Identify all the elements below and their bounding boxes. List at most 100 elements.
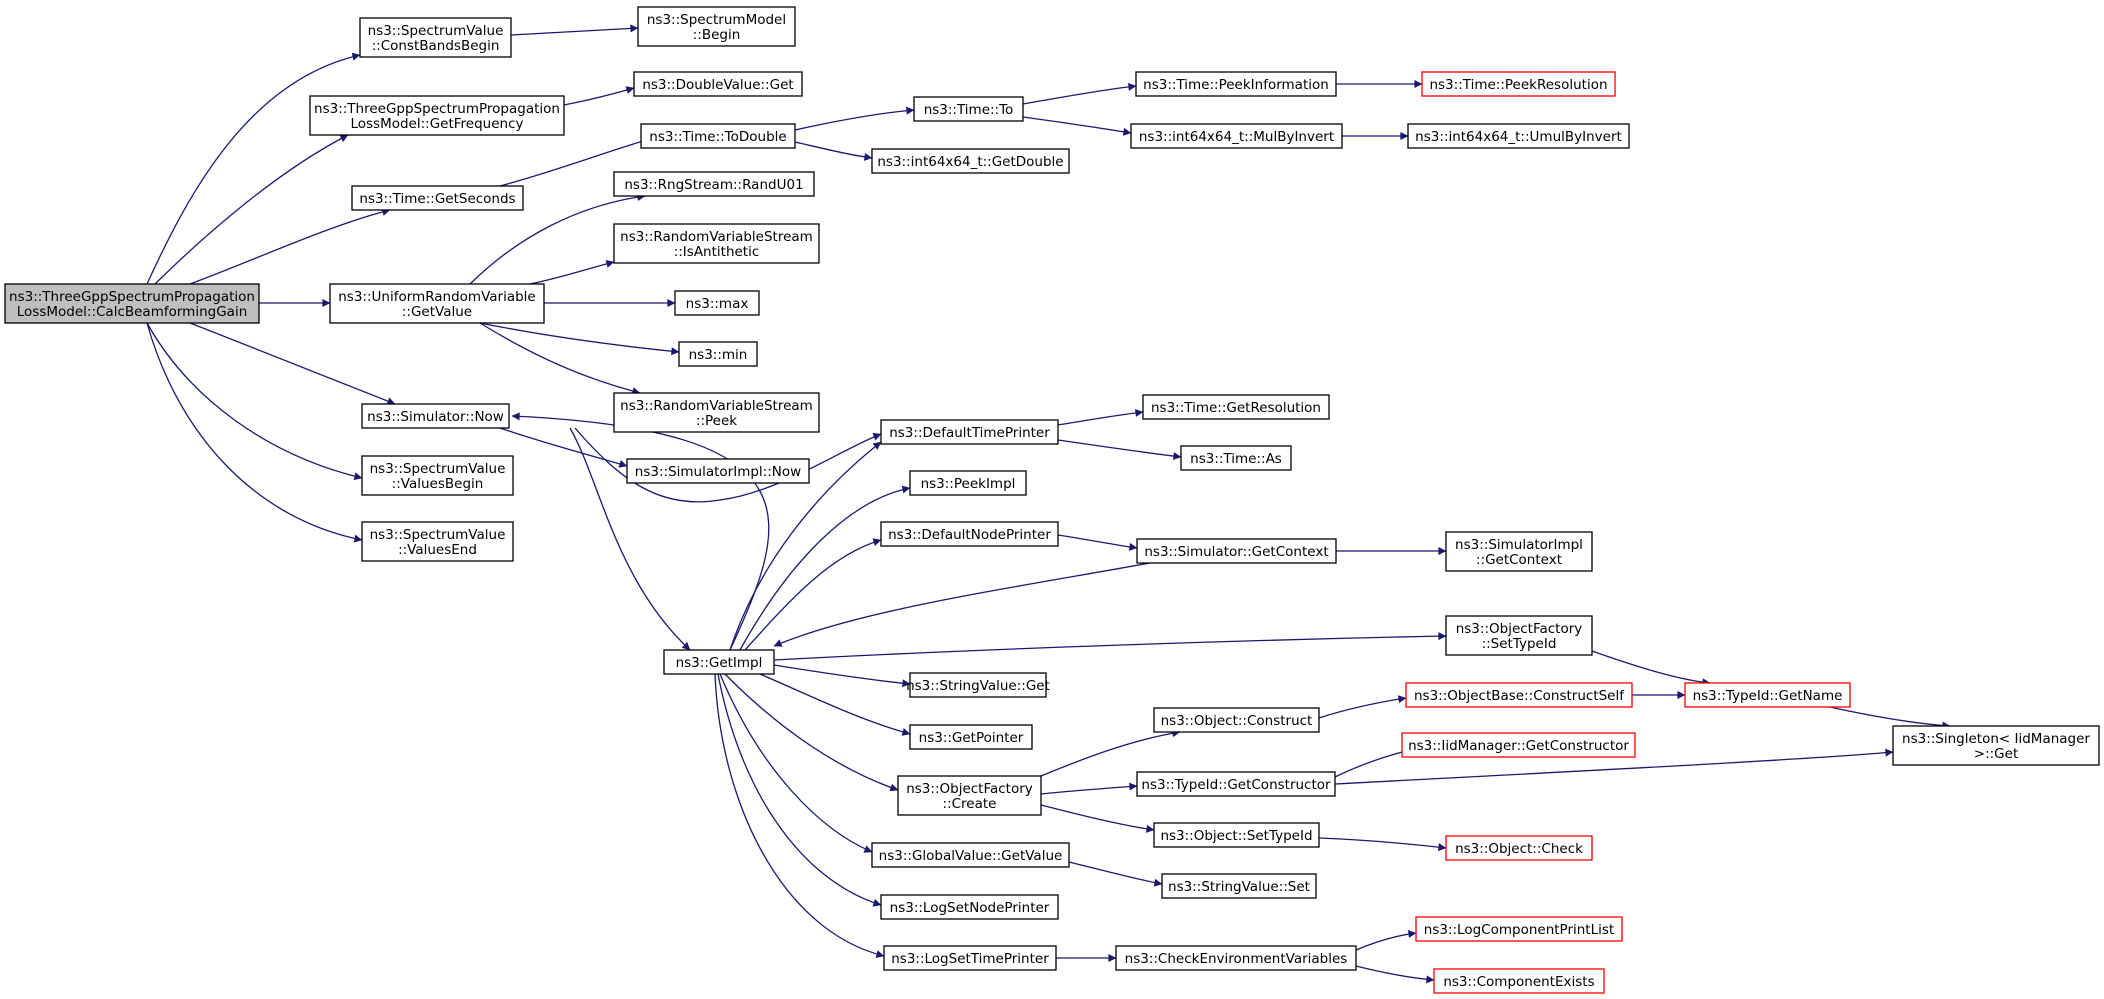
node-dnp[interactable]: ns3::DefaultNodePrinter bbox=[880, 521, 1059, 547]
node-root[interactable]: ns3::ThreeGppSpectrumPropagationLossMode… bbox=[4, 283, 260, 324]
node-strset[interactable]: ns3::StringValue::Set bbox=[1161, 873, 1317, 899]
node-peekinfo[interactable]: ns3::Time::PeekInformation bbox=[1135, 71, 1337, 97]
node-box bbox=[913, 96, 1024, 122]
node-iidctor[interactable]: ns3::IidManager::GetConstructor bbox=[1401, 732, 1636, 758]
node-label: ns3::SpectrumValue bbox=[368, 23, 504, 39]
node-box bbox=[1130, 123, 1343, 149]
edge-todouble-to-getdouble bbox=[794, 141, 873, 161]
node-label: >::Get bbox=[1974, 746, 2018, 762]
node-dtp[interactable]: ns3::DefaultTimePrinter bbox=[880, 419, 1059, 445]
node-max[interactable]: ns3::max bbox=[674, 290, 760, 316]
node-min[interactable]: ns3::min bbox=[678, 341, 758, 367]
node-mulby[interactable]: ns3::int64x64_t::MulByInvert bbox=[1130, 123, 1343, 149]
node-box bbox=[361, 455, 514, 496]
node-implctx[interactable]: ns3::SimulatorImpl::GetContext bbox=[1445, 531, 1593, 572]
node-getptr[interactable]: ns3::GetPointer bbox=[909, 724, 1033, 750]
node-lstp[interactable]: ns3::LogSetTimePrinter bbox=[883, 945, 1057, 971]
node-objset[interactable]: ns3::Object::SetTypeId bbox=[1153, 822, 1320, 848]
node-box bbox=[1180, 445, 1292, 471]
node-label: ns3::ObjectFactory bbox=[906, 781, 1033, 797]
node-label: ns3::Simulator::Now bbox=[367, 409, 504, 425]
node-simnow[interactable]: ns3::SimulatorImpl::Now bbox=[626, 458, 810, 484]
edge-ofcreate-to-construct bbox=[1040, 729, 1181, 777]
node-todouble[interactable]: ns3::Time::ToDouble bbox=[640, 123, 796, 149]
edge-objset-to-check bbox=[1318, 837, 1447, 852]
edge-construct-to-cself bbox=[1318, 695, 1407, 719]
node-getres[interactable]: ns3::Time::GetResolution bbox=[1142, 394, 1330, 420]
edge-getimpl-to-ofcreate bbox=[724, 673, 899, 792]
node-ofset[interactable]: ns3::ObjectFactory::SetTypeId bbox=[1445, 615, 1593, 656]
node-label: ns3::SimulatorImpl bbox=[1455, 537, 1583, 553]
node-label: ::GetContext bbox=[1476, 552, 1562, 568]
node-label: LossModel::CalcBeamformingGain bbox=[17, 304, 248, 320]
node-ve[interactable]: ns3::SpectrumValue::ValuesEnd bbox=[361, 521, 514, 562]
edge-now-to-simnow bbox=[499, 427, 628, 468]
node-gvget[interactable]: ns3::GlobalValue::GetValue bbox=[871, 842, 1070, 868]
node-getctx[interactable]: ns3::Simulator::GetContext bbox=[1136, 538, 1337, 564]
node-cbb[interactable]: ns3::SpectrumValue::ConstBandsBegin bbox=[359, 17, 512, 58]
edge-dtp-to-as bbox=[1057, 439, 1182, 461]
node-gf[interactable]: ns3::ThreeGppSpectrumPropagationLossMode… bbox=[309, 95, 565, 136]
node-getname[interactable]: ns3::TypeId::GetName bbox=[1684, 682, 1851, 708]
node-lcpl[interactable]: ns3::LogComponentPrintList bbox=[1415, 916, 1623, 942]
node-box bbox=[637, 6, 796, 47]
node-label: ns3::min bbox=[689, 347, 748, 363]
node-peekimpl[interactable]: ns3::PeekImpl bbox=[909, 470, 1027, 496]
edge-ofset-to-getname bbox=[1591, 650, 1711, 687]
node-cexists[interactable]: ns3::ComponentExists bbox=[1433, 968, 1605, 994]
node-box bbox=[1433, 968, 1605, 994]
node-peekres[interactable]: ns3::Time::PeekResolution bbox=[1421, 71, 1616, 97]
node-label: ::Begin bbox=[693, 27, 741, 43]
edge-root-to-gf bbox=[154, 134, 349, 285]
node-box bbox=[309, 95, 565, 136]
node-peek[interactable]: ns3::RandomVariableStream::Peek bbox=[613, 392, 820, 433]
edge-getimpl-to-gvget bbox=[719, 673, 873, 853]
node-cev[interactable]: ns3::CheckEnvironmentVariables bbox=[1115, 945, 1357, 971]
node-box bbox=[359, 17, 512, 58]
node-label: ns3::CheckEnvironmentVariables bbox=[1125, 951, 1348, 967]
node-label: ns3::LogSetNodePrinter bbox=[890, 900, 1050, 916]
node-label: ns3::Time::To bbox=[924, 102, 1014, 118]
node-ofcreate[interactable]: ns3::ObjectFactory::Create bbox=[897, 775, 1042, 816]
node-getctor[interactable]: ns3::TypeId::GetConstructor bbox=[1136, 771, 1336, 797]
node-lsnp[interactable]: ns3::LogSetNodePrinter bbox=[880, 894, 1059, 920]
edge-now-to-getimpl bbox=[569, 427, 691, 651]
edge-getimpl-to-lstp bbox=[714, 673, 885, 959]
node-now[interactable]: ns3::Simulator::Now bbox=[361, 403, 510, 429]
node-construct[interactable]: ns3::Object::Construct bbox=[1153, 707, 1320, 733]
node-urv[interactable]: ns3::UniformRandomVariable::GetValue bbox=[329, 283, 545, 324]
node-cself[interactable]: ns3::ObjectBase::ConstructSelf bbox=[1405, 682, 1633, 708]
node-as[interactable]: ns3::Time::As bbox=[1180, 445, 1292, 471]
edge-cbb-to-smb bbox=[510, 24, 639, 36]
node-label: ns3::UniformRandomVariable bbox=[338, 289, 536, 305]
edge-getimpl-to-strget bbox=[773, 664, 911, 688]
edge-cev-to-cexists bbox=[1355, 965, 1435, 984]
node-box bbox=[640, 123, 796, 149]
node-getdouble[interactable]: ns3::int64x64_t::GetDouble bbox=[871, 148, 1070, 174]
node-box bbox=[1136, 771, 1336, 797]
node-gs[interactable]: ns3::Time::GetSeconds bbox=[351, 185, 524, 211]
node-singleton[interactable]: ns3::Singleton< IidManager>::Get bbox=[1892, 725, 2100, 766]
node-rand[interactable]: ns3::RngStream::RandU01 bbox=[613, 171, 815, 197]
node-label: ns3::ThreeGppSpectrumPropagation bbox=[314, 101, 560, 117]
node-label: ns3::RandomVariableStream bbox=[620, 398, 813, 414]
node-to[interactable]: ns3::Time::To bbox=[913, 96, 1024, 122]
node-umul[interactable]: ns3::int64x64_t::UmulByInvert bbox=[1407, 123, 1630, 149]
node-label: ns3::GetImpl bbox=[676, 655, 763, 671]
node-anti[interactable]: ns3::RandomVariableStream::IsAntithetic bbox=[613, 223, 820, 264]
node-dvg[interactable]: ns3::DoubleValue::Get bbox=[633, 71, 803, 97]
node-box bbox=[1407, 123, 1630, 149]
node-box bbox=[1153, 707, 1320, 733]
edge-urv-to-anti bbox=[529, 259, 615, 285]
node-vb[interactable]: ns3::SpectrumValue::ValuesBegin bbox=[361, 455, 514, 496]
node-strget[interactable]: ns3::StringValue::Get bbox=[906, 672, 1050, 698]
node-getimpl[interactable]: ns3::GetImpl bbox=[663, 649, 775, 675]
node-box bbox=[329, 283, 545, 324]
edge-getctx-to-getimpl bbox=[773, 562, 1151, 647]
node-box bbox=[663, 649, 775, 675]
node-smb[interactable]: ns3::SpectrumModel::Begin bbox=[637, 6, 796, 47]
node-box bbox=[1136, 538, 1337, 564]
node-label: ns3::RandomVariableStream bbox=[620, 229, 813, 245]
node-check[interactable]: ns3::Object::Check bbox=[1445, 835, 1593, 861]
node-box bbox=[678, 341, 758, 367]
